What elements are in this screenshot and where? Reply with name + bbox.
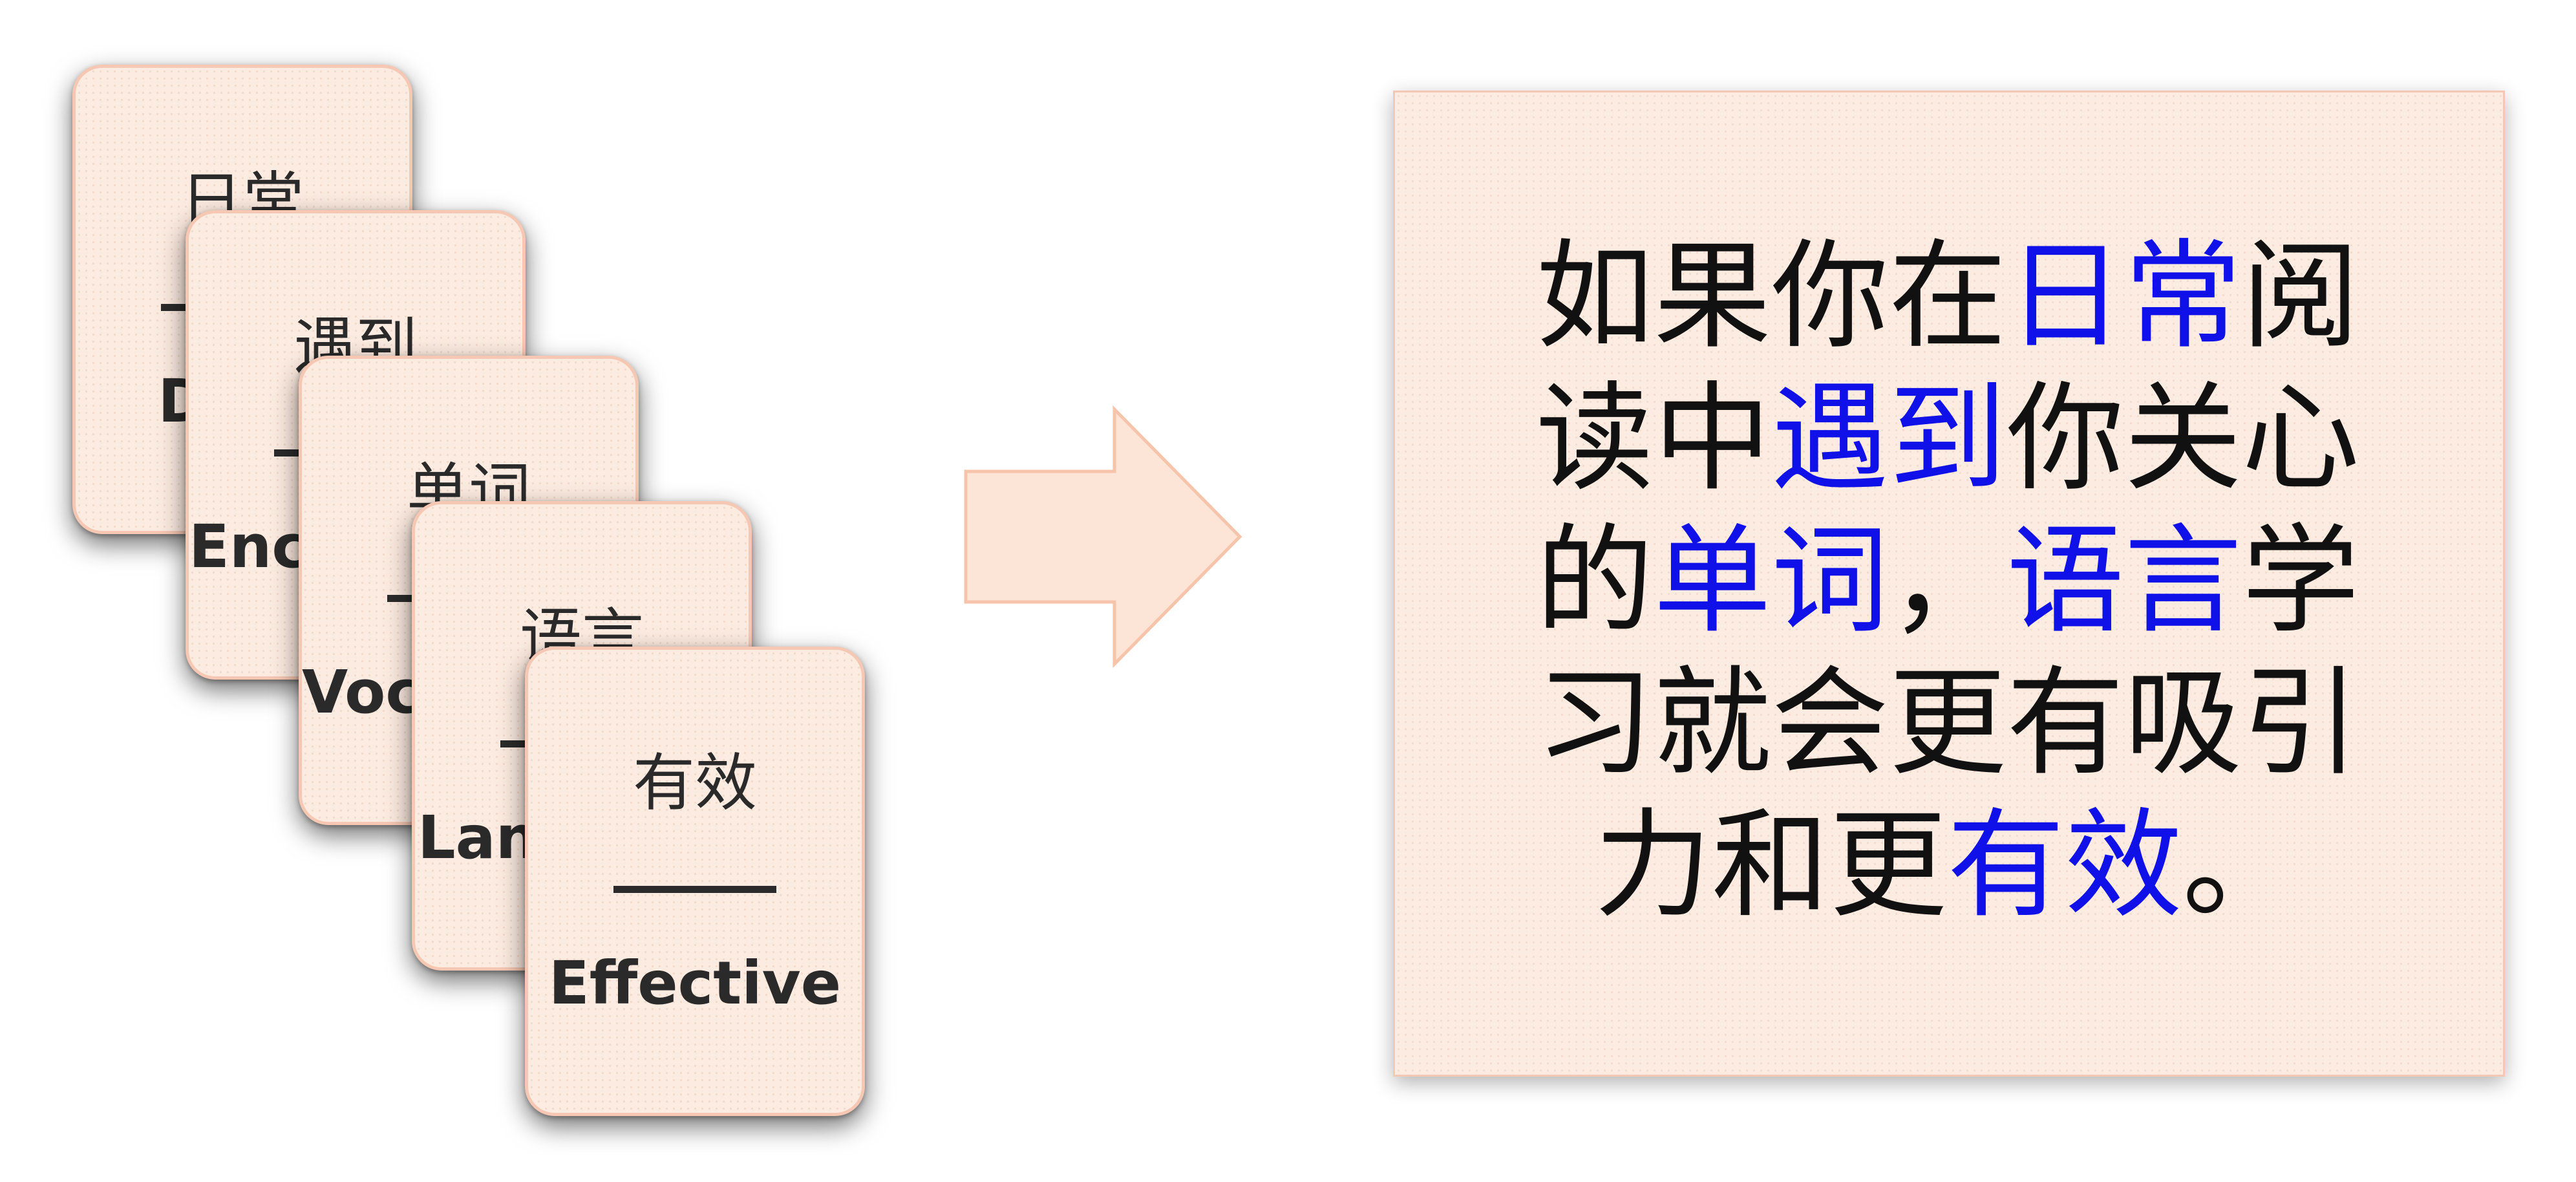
- text-segment: 力和更: [1594, 797, 1947, 934]
- text-segment: 读中: [1536, 370, 1771, 507]
- explanation-text: 如果你在日常阅读中遇到你关心的单词，语言学习就会更有吸引力和更有效。: [1536, 225, 2383, 936]
- text-segment: 阅: [2242, 228, 2359, 365]
- text-segment: 你关心: [2007, 370, 2359, 507]
- text-segment: 如果你在: [1536, 228, 2007, 365]
- card-chinese-word: 有效: [633, 747, 757, 819]
- highlighted-keyword: 日常: [2007, 228, 2242, 365]
- text-segment: 习就会更有吸引: [1536, 654, 2359, 791]
- word-card-effective: 有效 Effective: [525, 647, 865, 1116]
- card-english-word: Effective: [548, 949, 842, 1018]
- explanation-line: 习就会更有吸引: [1536, 652, 2383, 794]
- highlighted-keyword: 语言: [2007, 512, 2242, 649]
- card-divider: [613, 886, 776, 893]
- explanation-line: 如果你在日常阅: [1536, 225, 2383, 367]
- highlighted-keyword: 单词: [1654, 512, 1889, 649]
- explanation-line: 的单词，语言学: [1536, 510, 2383, 652]
- highlighted-keyword: 遇到: [1771, 370, 2007, 507]
- explanation-line: 读中遇到你关心: [1536, 367, 2383, 510]
- right-arrow-icon: [964, 405, 1242, 669]
- text-segment: 的: [1536, 512, 1654, 649]
- arrow-shape: [964, 405, 1242, 669]
- text-segment: ，: [1889, 512, 2007, 649]
- text-segment: 。: [2182, 797, 2300, 934]
- explanation-panel: 如果你在日常阅读中遇到你关心的单词，语言学习就会更有吸引力和更有效。: [1393, 91, 2505, 1077]
- highlighted-keyword: 有效: [1947, 797, 2182, 934]
- explanation-line: 力和更有效。: [1536, 794, 2383, 936]
- text-segment: 学: [2242, 512, 2359, 649]
